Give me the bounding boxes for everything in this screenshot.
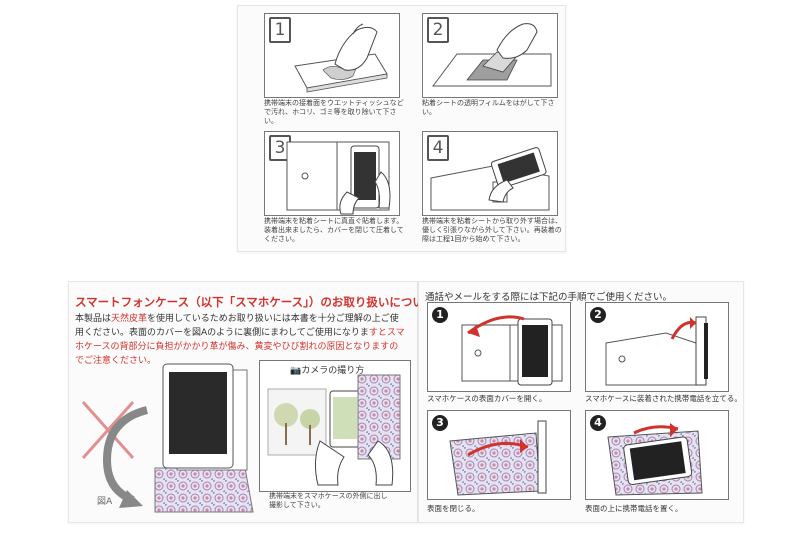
- call-mail-procedure-sheet: 通話やメールをする際には下記の手順でご使用ください。 1 スマホケースの表面カバ…: [418, 281, 744, 523]
- procedure-step-1-number: 1: [432, 307, 448, 323]
- top-step-1-caption: 携帯端末の接着面をウエットティッシュなどで汚れ、ホコリ、ゴミ等を取り除いて下さい…: [264, 99, 404, 125]
- procedure-step-3-number: 3: [432, 415, 448, 431]
- procedure-step-1-panel: 1: [427, 302, 571, 392]
- procedure-step-3-panel: 3: [427, 410, 571, 500]
- top-step-1-number: 1: [269, 17, 291, 43]
- camera-caption: 携帯端末をスマホケースの外側に出し撮影して下さい。: [269, 492, 388, 509]
- handling-title: スマートフォンケース（以下「スマホケース」）のお取り扱いについて: [75, 295, 436, 309]
- camera-icon: 📷: [290, 366, 302, 376]
- top-step-2-number: 2: [427, 17, 449, 43]
- camera-illustration: [267, 374, 401, 486]
- top-step-3-caption: 携帯端末を粘着シートに真直ぐ貼着します。装着出来ましたら、カバーを閉じて圧着して…: [264, 217, 404, 243]
- procedure-step-3-caption: 表面を閉じる。: [427, 504, 480, 513]
- top-step-4-number: 4: [427, 135, 449, 161]
- procedure-step-4-number: 4: [590, 415, 606, 431]
- natural-leather-text: 天然皮革: [111, 314, 148, 324]
- warning-text: すとスマホケースの背部分に負担がかかり革が傷み、黄変やひび割れの原因となりますの…: [75, 328, 405, 366]
- attach-phone-illustration: [286, 141, 391, 215]
- handling-paragraph: 本製品は天然皮革を使用しているためお取り扱いには本書を十分ご理解の上ご使用くださ…: [75, 312, 405, 368]
- close-cover-illustration: [449, 420, 547, 496]
- top-step-4-caption: 携帯端末を粘着シートから取り外す場合は、優しく引張りながら外して下さい。再装着の…: [422, 217, 562, 243]
- procedure-step-2-caption: スマホケースに装着された携帯電話を立てる。: [585, 394, 742, 403]
- peel-film-illustration: [432, 23, 552, 87]
- stand-phone-illustration: [605, 316, 708, 386]
- procedure-step-4-caption: 表面の上に携帯電話を置く。: [585, 504, 683, 513]
- procedure-heading: 通話やメールをする際には下記の手順でご使用ください。: [425, 292, 673, 303]
- camera-title-row: 📷カメラの撮り方: [290, 363, 364, 376]
- paragraph-part-1: 本製品は: [75, 314, 112, 324]
- camera-title: カメラの撮り方: [301, 366, 365, 376]
- procedure-step-2-panel: 2: [585, 302, 729, 392]
- open-cover-illustration: [461, 315, 563, 386]
- top-step-4-panel: 4: [422, 131, 558, 216]
- paragraph-part-3: を使用しているためお取り扱いには本書を十分ご理解の上ご使用ください。表面のカバー…: [75, 314, 399, 338]
- procedure-step-4-panel: 4: [585, 410, 729, 500]
- top-step-2-caption: 粘着シートの透明フィルムをはがして下さい。: [422, 99, 555, 116]
- remove-phone-illustration: [430, 147, 550, 211]
- handling-instructions-sheet: スマートフォンケース（以下「スマホケース」）のお取り扱いについて 本製品は天然皮…: [68, 281, 435, 523]
- top-step-3-panel: 3: [264, 131, 400, 216]
- place-phone-illustration: [607, 423, 703, 496]
- wipe-phone-illustration: [294, 23, 388, 93]
- camera-panel: 📷カメラの撮り方: [259, 360, 411, 492]
- procedure-step-2-number: 2: [590, 307, 606, 323]
- procedure-step-1-caption: スマホケースの表面カバーを開く。: [427, 394, 547, 403]
- top-instruction-sheet: 1 携帯端末の接着面をウエットティッシュなどで汚れ、ホコリ、ゴミ等を取り除いて下…: [237, 5, 566, 252]
- figure-a-illustration: [81, 363, 254, 513]
- figure-a-label: 図A: [97, 497, 113, 507]
- top-step-1-panel: 1: [264, 13, 400, 98]
- top-step-2-panel: 2: [422, 13, 558, 98]
